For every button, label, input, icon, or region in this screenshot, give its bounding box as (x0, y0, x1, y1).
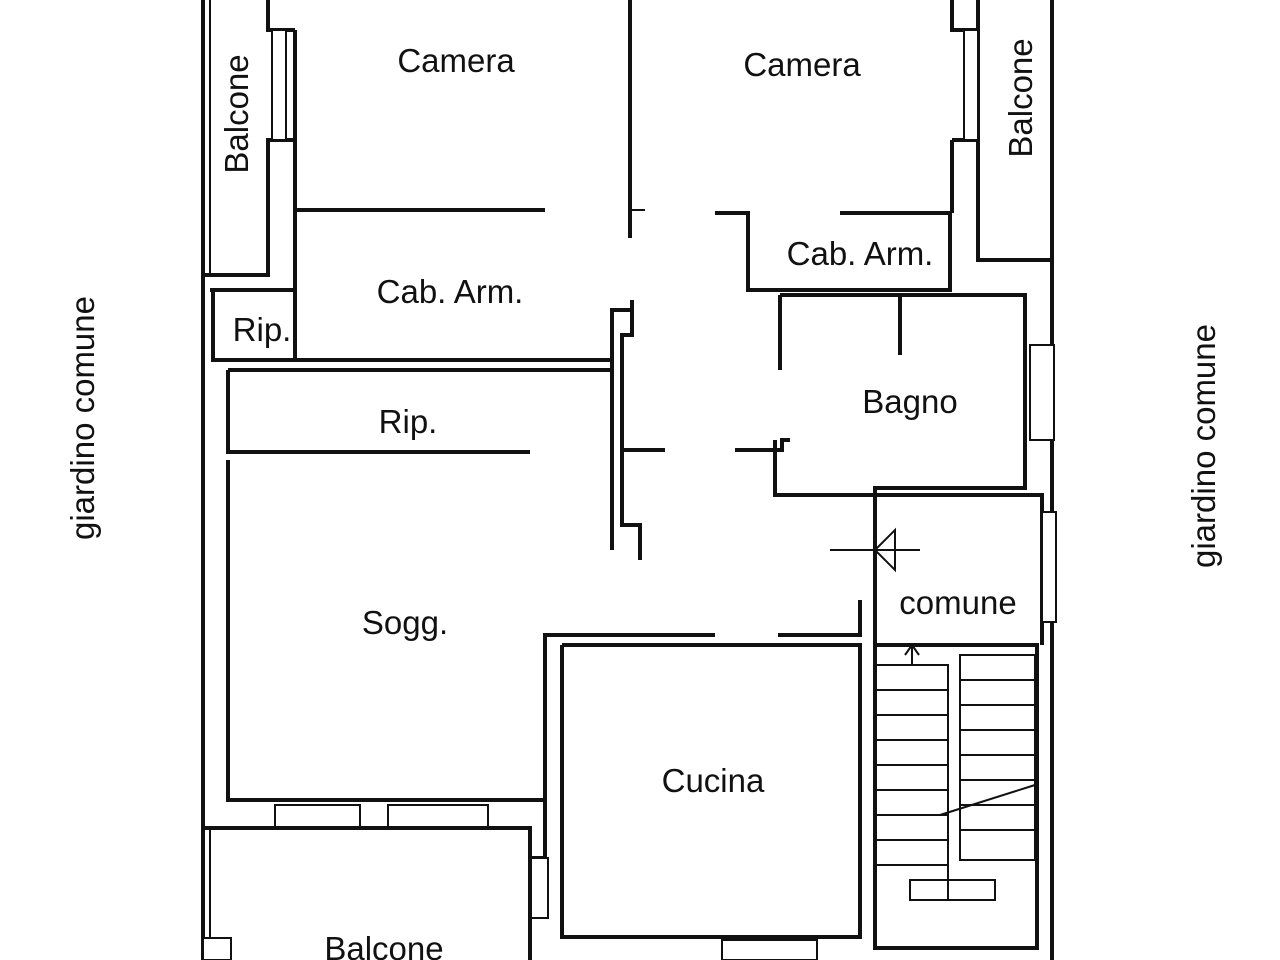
label-cucina: Cucina (662, 762, 765, 799)
label-comune: comune (899, 584, 1016, 621)
window-cucina-side (529, 857, 549, 919)
balcone-right-outline (950, 0, 1052, 262)
window-sogg-1 (274, 804, 361, 828)
bagno-walls (773, 293, 1055, 500)
balcone-left-outline (203, 0, 295, 277)
window-sogg-2 (387, 804, 489, 828)
exterior-walls (201, 0, 1054, 960)
window-camera-left (271, 29, 287, 141)
label-balcone-bottom: Balcone (324, 930, 443, 960)
window-comune (1041, 511, 1057, 623)
label-rip-small: Rip. (233, 311, 292, 348)
label-balcone-left: Balcone (218, 54, 255, 173)
balcone-bottom-marker (202, 937, 232, 960)
label-camera-left: Camera (397, 42, 515, 79)
label-balcone-right: Balcone (1002, 38, 1039, 157)
camera-left-walls (293, 0, 645, 238)
label-cab-arm-left: Cab. Arm. (377, 273, 524, 310)
rip-long-walls (226, 368, 612, 454)
label-bagno: Bagno (862, 383, 957, 420)
window-camera-right (963, 29, 979, 141)
label-camera-right: Camera (743, 46, 861, 83)
label-sogg: Sogg. (362, 604, 448, 641)
camera-right-walls (715, 140, 954, 292)
label-cab-arm-right: Cab. Arm. (787, 235, 934, 272)
label-rip-long: Rip. (379, 403, 438, 440)
corridor-walls (610, 300, 790, 560)
label-giardino-left: giardino comune (64, 296, 101, 540)
balcone-bottom-walls (202, 826, 532, 960)
window-cucina-bottom (721, 939, 818, 960)
cucina-walls (529, 643, 862, 960)
label-giardino-right: giardino comune (1185, 324, 1222, 568)
comune-walls (830, 493, 1057, 950)
staircase (877, 643, 1036, 901)
window-bagno (1029, 344, 1055, 441)
